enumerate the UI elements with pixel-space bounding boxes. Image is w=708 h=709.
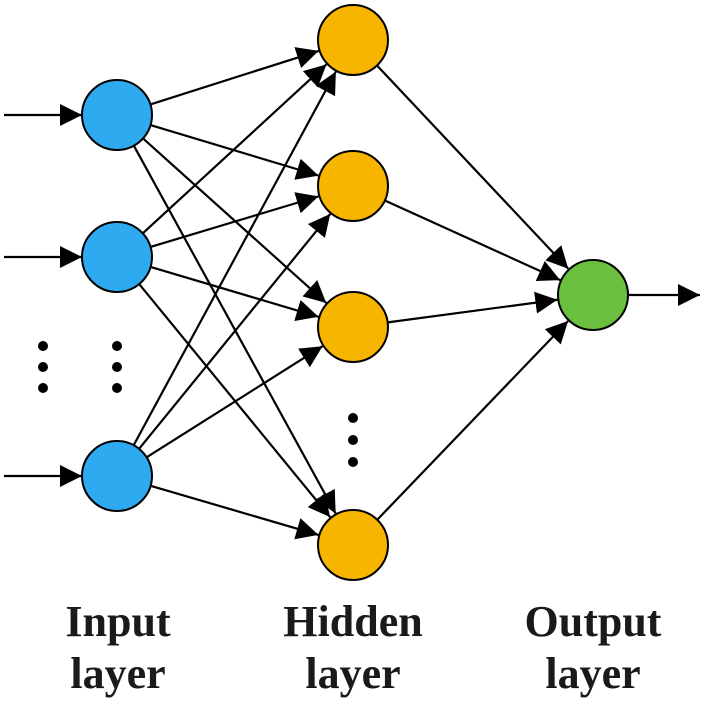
connections-group [4,47,700,540]
output-layer-label-line2: layer [545,649,641,698]
input-node-2 [81,221,153,293]
hidden-node-3 [317,291,389,363]
input-ellipsis-dot-3 [112,383,122,393]
input-layer-label: Input layer [18,596,218,700]
edge-hidden3-output [387,291,558,324]
hidden-ellipsis-dot-2 [348,435,358,445]
edge-input2-hidden3 [150,265,319,322]
input-ellipsis-dot-3 [38,383,48,393]
edge-hidden4-output [376,320,569,521]
input-ellipsis-dot-2 [112,362,122,372]
edge-input3-hidden1 [132,71,337,446]
output-layer-label: Output layer [493,596,693,700]
input-ellipsis-dot-1 [112,341,122,351]
input-ellipsis-dot-2 [38,362,48,372]
input-layer-label-line1: Input [65,597,171,646]
hidden-ellipsis-dot-1 [348,413,358,423]
edge-hidden2-output [384,199,561,282]
input-ellipsis-dot-1 [38,341,48,351]
edge-input2-hidden1 [142,63,328,235]
ellipsis-group [38,341,358,467]
edge-input3-hidden4 [150,484,319,540]
hidden-layer-label: Hidden layer [253,596,453,700]
hidden-node-1 [317,4,389,76]
hidden-layer-label-line2: layer [305,649,401,698]
input-node-3 [81,440,153,512]
hidden-node-4 [317,509,389,581]
input-node-1 [81,79,153,151]
edge-input2-hidden2 [150,192,319,248]
hidden-node-2 [317,150,389,222]
output-node [557,259,629,331]
hidden-ellipsis-dot-3 [348,457,358,467]
edge-input3-hidden2 [138,213,332,450]
edge-input3-hidden3 [146,345,324,459]
input-layer-label-line2: layer [70,649,166,698]
hidden-layer-label-line1: Hidden [283,597,423,646]
edge-input1-hidden1 [150,47,320,106]
edge-hidden1-output [376,64,570,270]
output-layer-label-line1: Output [524,597,662,646]
nodes-group [81,4,629,581]
